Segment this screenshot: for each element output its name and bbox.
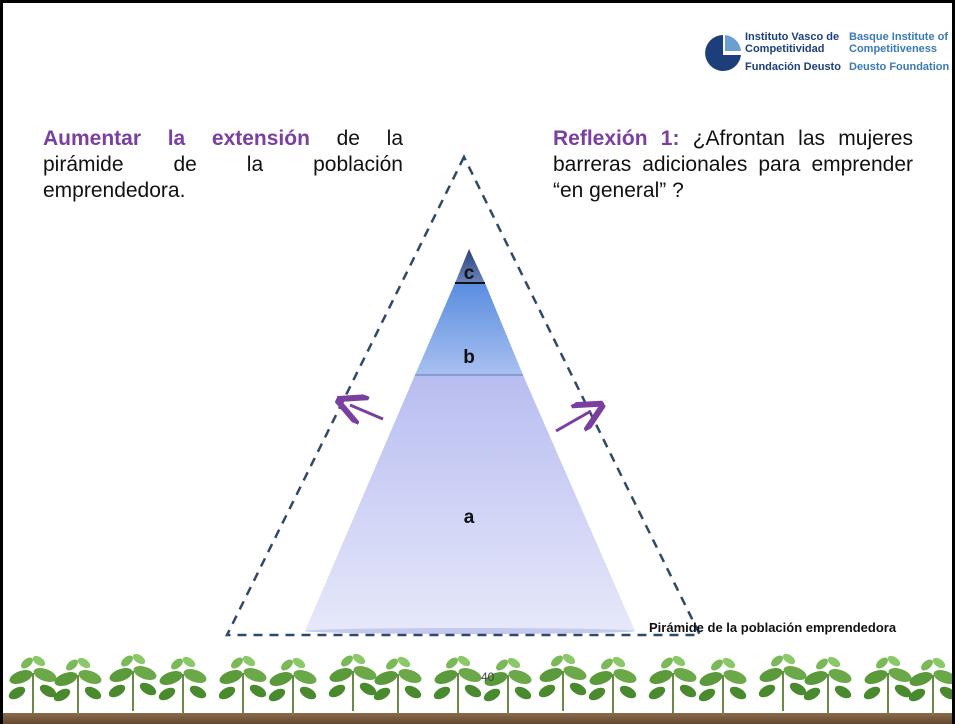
expanded-pyramid-outline — [224, 154, 703, 637]
left-statement: Aumentar la extensión de la pirámide de … — [43, 126, 403, 204]
pyramid-layer-c — [455, 249, 485, 283]
institute-logo: Instituto Vasco de Competitividad Basque… — [703, 27, 952, 89]
expand-arrow-right-icon — [555, 411, 591, 433]
logo-line2-en: Competitiveness — [849, 43, 938, 55]
pyramid-layer-a — [305, 375, 635, 631]
pyramid-base-shadow — [305, 628, 635, 634]
left-highlight: Aumentar la extensión — [43, 127, 310, 150]
logo-line1-es: Instituto Vasco de — [745, 31, 840, 43]
right-question: Reflexión 1: ¿Afrontan las mujeres barre… — [553, 126, 913, 204]
logo-mark-icon — [705, 35, 741, 71]
seedlings-decoration — [3, 653, 952, 724]
pyramid-layer-b — [415, 283, 523, 375]
page-number: 40 — [481, 670, 495, 684]
pyramid-label-c: c — [464, 263, 475, 284]
pyramid-caption: Pirámide de la población emprendedora — [649, 620, 897, 635]
pyramid-diagram: c b a — [224, 154, 703, 637]
left-rest: de la pirámide de la población emprended… — [43, 127, 404, 202]
logo-foundation-en: Deusto Foundation — [849, 61, 950, 73]
logo-line2-es: Competitividad — [745, 43, 825, 55]
expand-arrow-left-icon — [350, 405, 384, 419]
logo-foundation-es: Fundación Deusto — [745, 61, 841, 73]
pyramid-label-a: a — [464, 507, 475, 528]
right-highlight: Reflexión 1: — [553, 127, 680, 150]
pyramid-label-b: b — [463, 347, 475, 368]
right-rest: ¿Afrontan las mujeres barreras adicional… — [553, 127, 913, 202]
logo-line1-en: Basque Institute of — [849, 31, 949, 43]
